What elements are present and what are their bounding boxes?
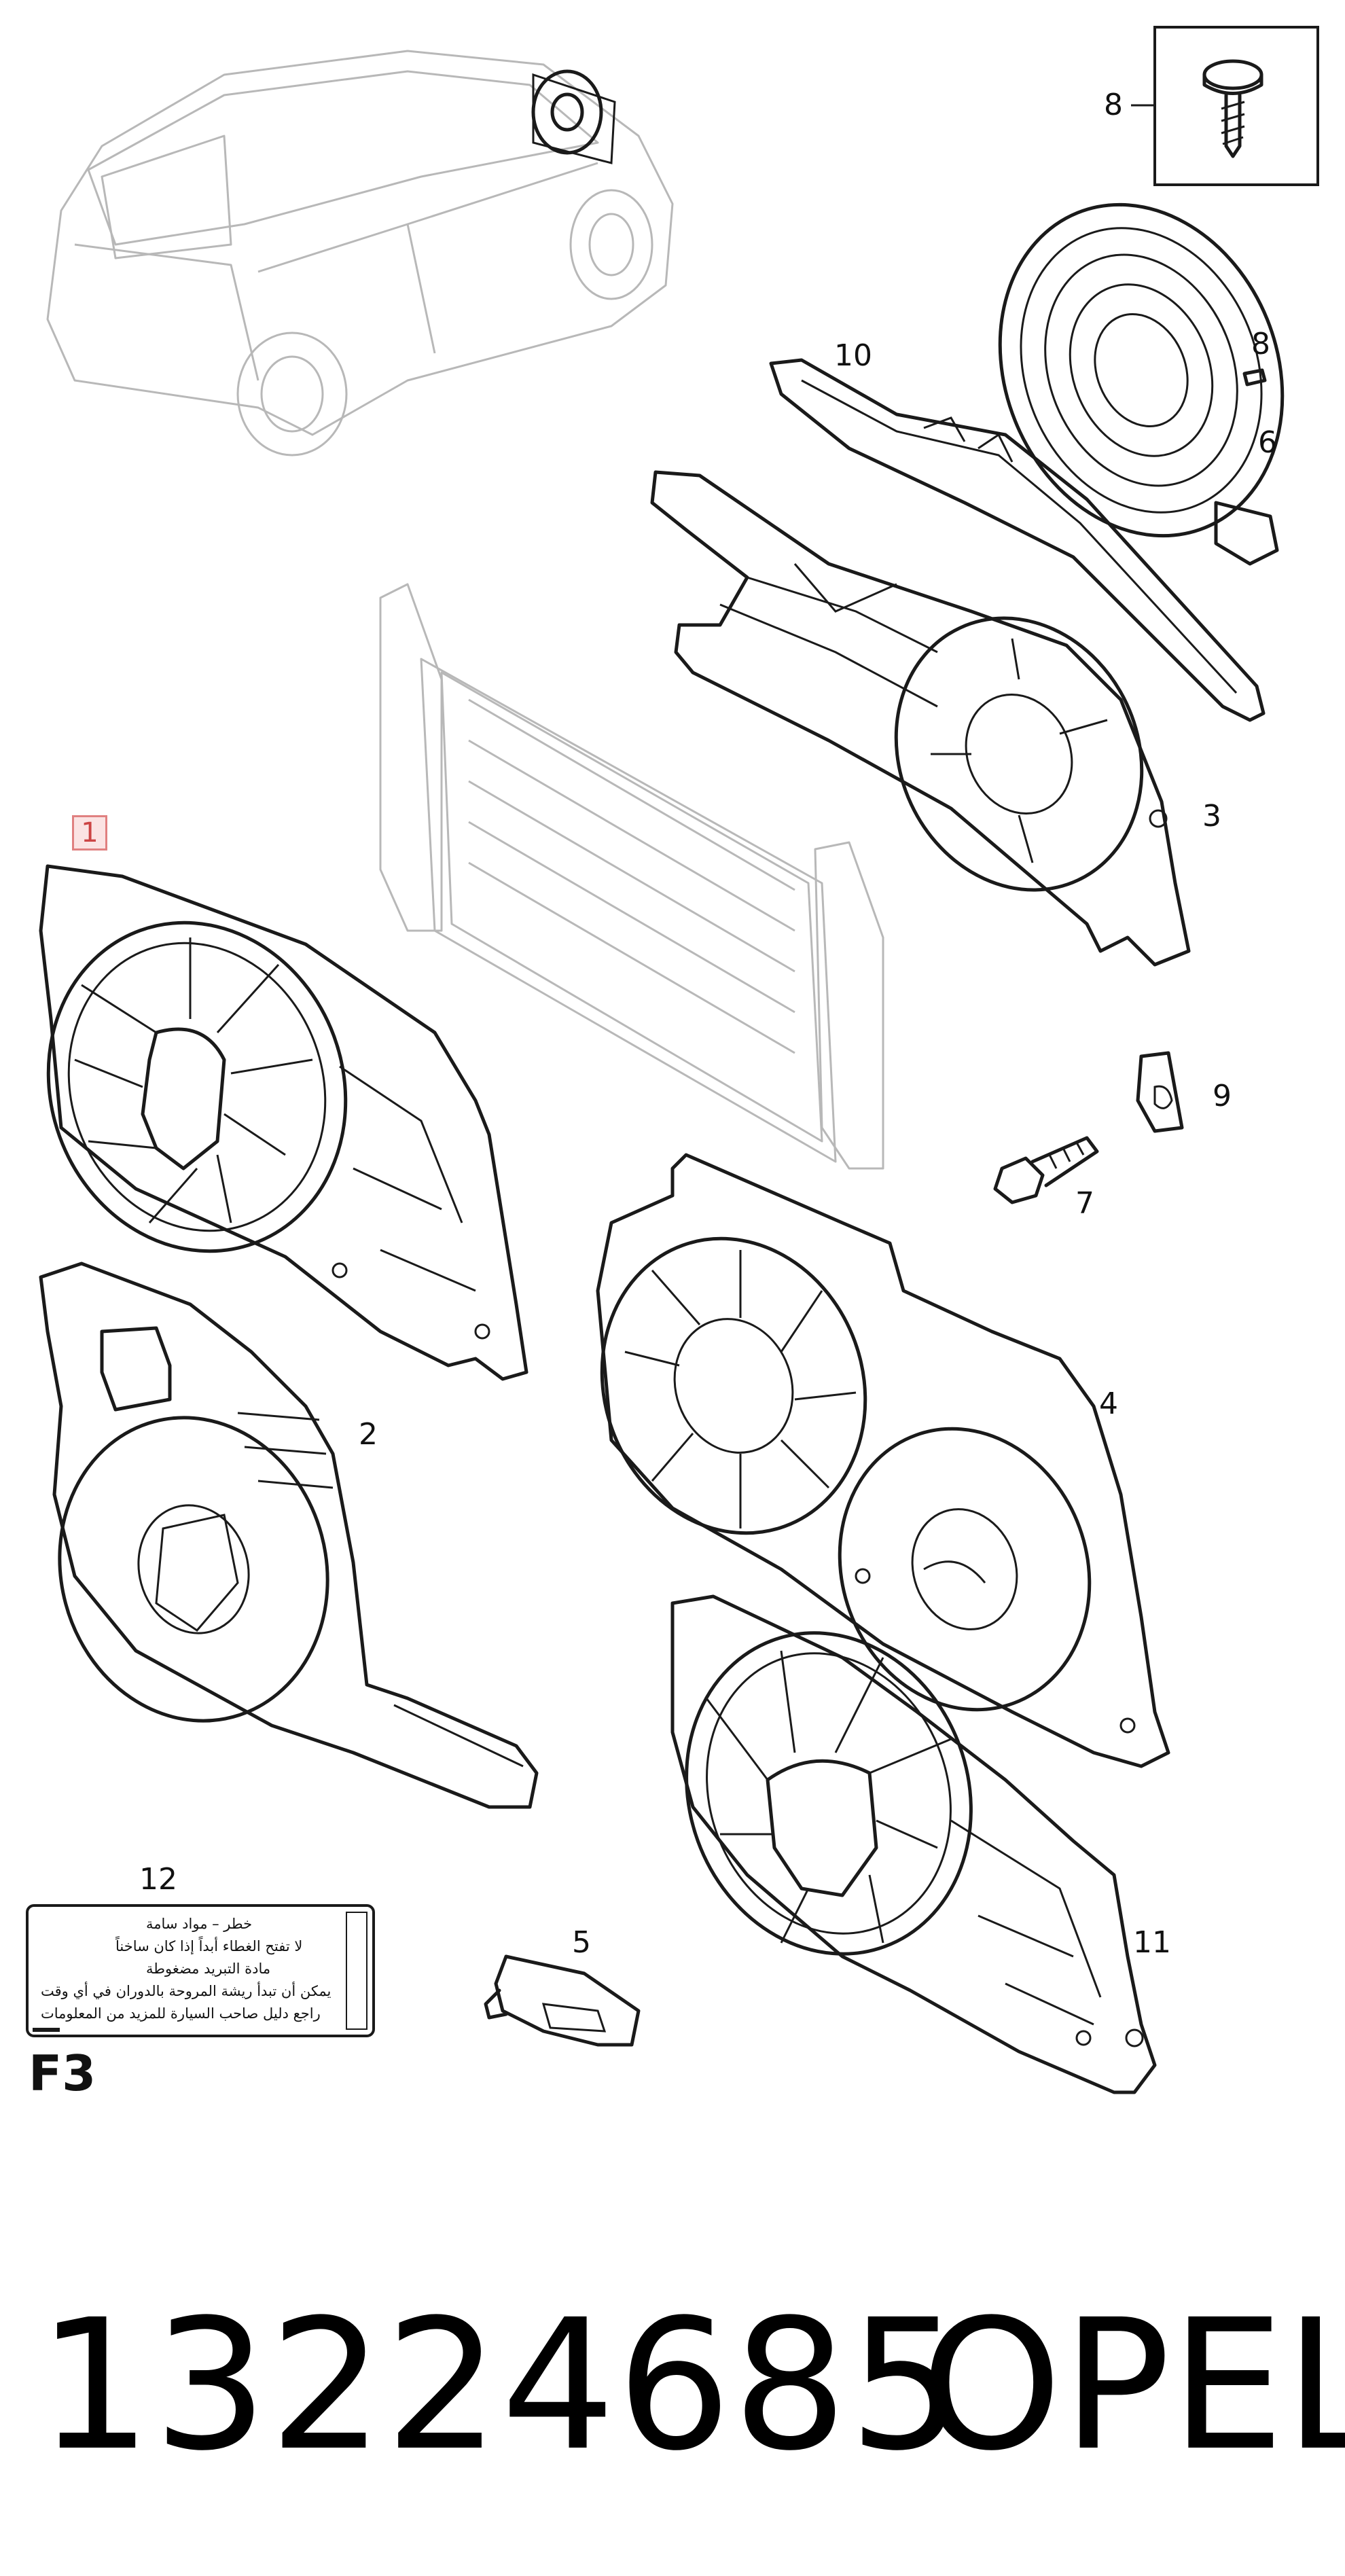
fan-shroud-left-lower — [39, 1262, 539, 1809]
callout-3: 3 — [1202, 799, 1221, 834]
fan-shroud-single — [650, 470, 1191, 967]
callout-10: 10 — [834, 338, 872, 373]
mounting-bracket-bar — [769, 358, 1266, 722]
callout-2: 2 — [359, 1417, 378, 1452]
warning-line-3: مادة التبريد مضغوطة — [146, 1961, 271, 1977]
twin-fan-shroud — [596, 1153, 1170, 1768]
callout-9: 9 — [1213, 1079, 1232, 1113]
fan-resistor-module — [484, 1954, 641, 2047]
mounting-bolt — [993, 1136, 1099, 1204]
section-code: F3 — [29, 2045, 96, 2102]
callout-7: 7 — [1075, 1186, 1094, 1221]
callout-4: 4 — [1099, 1387, 1118, 1421]
callout-8-box: 8 — [1104, 88, 1123, 122]
callout-6: 6 — [1258, 425, 1277, 460]
fan-assembly-with-motor — [670, 1594, 1157, 2094]
callout-5: 5 — [572, 1925, 591, 1960]
warning-line-2: لا تفتح الغطاء أبداً إذا كان ساخناً — [115, 1938, 303, 1954]
callout-11: 11 — [1133, 1925, 1171, 1960]
brand-name: OPEL — [920, 2281, 1345, 2490]
callout-12: 12 — [139, 1862, 177, 1897]
callout-1-highlighted[interactable]: 1 — [72, 815, 107, 851]
car-fan-location-marker — [531, 69, 616, 164]
car-outline — [46, 50, 674, 457]
clip-nut — [1136, 1051, 1184, 1133]
radiator-ghost — [379, 583, 884, 1170]
screw-detail-box — [1131, 26, 1319, 186]
fan-guard-grille — [998, 202, 1285, 566]
warning-line-1: خطر – مواد سامة — [146, 1916, 253, 1932]
callout-8: 8 — [1251, 327, 1270, 361]
part-number: 13224685 — [37, 2281, 965, 2490]
warning-line-5: راجع دليل صاحب السيارة للمزيد من المعلوم… — [41, 2005, 321, 2022]
warning-line-4: يمكن أن تبدأ ريشة المروحة بالدوران في أي… — [41, 1983, 331, 1999]
warning-label-sticker — [26, 1904, 375, 2037]
fan-shroud-assembly — [39, 864, 528, 1381]
